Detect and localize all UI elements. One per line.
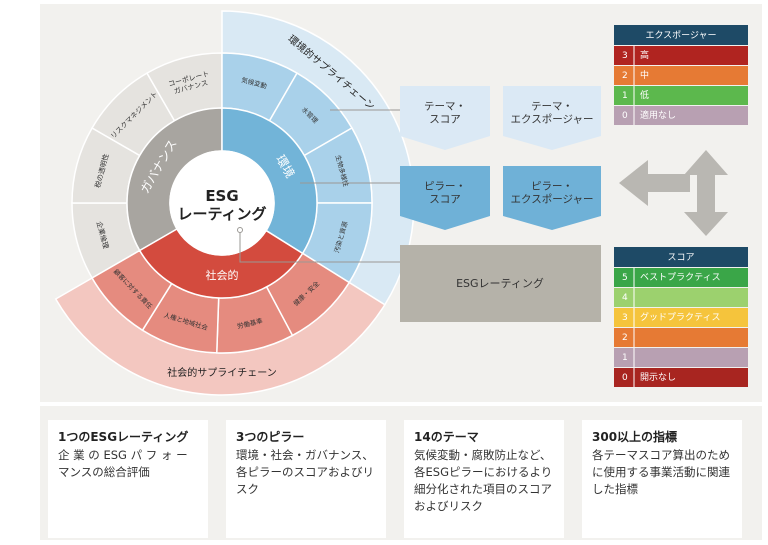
score-legend-row [614,348,748,367]
card-pillars: 3つのピラー 環境・社会・ガバナンス、各ピラーのスコアおよびリスク [226,420,386,538]
score-legend-row-label: ベストプラクティス [640,272,721,283]
up-arrow [684,150,728,192]
score-legend-row [614,268,748,287]
pillar-score-box-label: ピラー・スコア [424,181,466,206]
card-desc: 各テーマスコア算出のために使用する事業活動に関連した指標 [592,448,730,496]
exposure-legend-title: エクスポージャー [645,30,716,41]
exposure-legend-row-label: 高 [640,49,649,61]
pillar-exposure-box-label: ピラー・エクスポージャー [511,181,594,206]
pillar-exposure-box [503,166,601,230]
theme-exposure-box-label: テーマ・エクスポージャー [511,101,594,126]
exposure-legend-row [614,66,748,85]
score-legend-row [614,308,748,327]
theme-exposure-box [503,86,601,150]
score-legend-row [614,328,748,347]
exposure-legend-row-number: 0 [622,111,628,121]
exposure-legend-row-number: 2 [622,71,628,81]
card-title: 1つのESGレーティング [58,430,189,444]
score-legend-row-number: 1 [622,353,628,363]
connector-dot [237,227,243,233]
score-legend-row-label: グッドプラクティス [640,311,720,323]
card-rating: 1つのESGレーティング 企 業 の ESG パ フ ォ ー マンスの総合評価 [48,420,208,538]
card-themes: 14のテーマ 気候変動・腐敗防止など、各ESGピラーにおけるより細分化された項目… [404,420,564,538]
score-legend-row-label: 開示なし [640,372,676,383]
score-legend-header [614,247,748,267]
exposure-legend-row-label: 適用なし [640,109,676,121]
theme-score-box [400,86,490,150]
exposure-legend-row [614,106,748,125]
score-legend-row [614,368,748,387]
left-arrow [619,160,690,206]
score-legend-row-number: 4 [622,293,628,303]
theme-score-box-label: テーマ・スコア [424,101,466,126]
card-desc: 気候変動・腐敗防止など、各ESGピラーにおけるより細分化された項目のスコアおよび… [414,448,553,513]
score-legend-row-number: 5 [622,273,628,283]
score-legend-row-number: 3 [622,313,628,323]
card-title: 300以上の指標 [592,430,678,444]
card-title: 3つのピラー [236,430,305,444]
esg-rating-box-label: ESGレーティング [456,276,544,290]
score-legend-row-number: 0 [622,373,628,383]
score-legend-title: スコア [667,253,694,263]
score-legend-row [614,288,748,307]
exposure-legend-row-number: 3 [622,51,628,61]
card-title: 14のテーマ [414,430,479,444]
card-desc: 企 業 の ESG パ フ ォ ー マンスの総合評価 [58,448,188,479]
exposure-legend-row-number: 1 [622,91,628,101]
social-pillar-label: 社会的 [206,268,239,282]
exposure-legend-row [614,86,748,105]
card-indicators: 300以上の指標 各テーマスコア算出のために使用する事業活動に関連した指標 [582,420,742,538]
card-desc: 環境・社会・ガバナンス、各ピラーのスコアおよびリスク [236,448,374,496]
exposure-legend-header [614,25,748,45]
social-supply-chain-label: 社会的サプライチェーン [167,366,277,379]
exposure-legend-row-label: 中 [640,69,649,81]
exposure-legend-row [614,46,748,65]
connector-line [239,230,400,263]
down-arrow [684,188,728,236]
exposure-legend-row-label: 低 [640,89,649,101]
center-circle [169,150,275,256]
pillar-score-box [400,166,490,230]
score-legend-row-number: 2 [622,333,628,343]
esg-rating-box [400,245,601,322]
